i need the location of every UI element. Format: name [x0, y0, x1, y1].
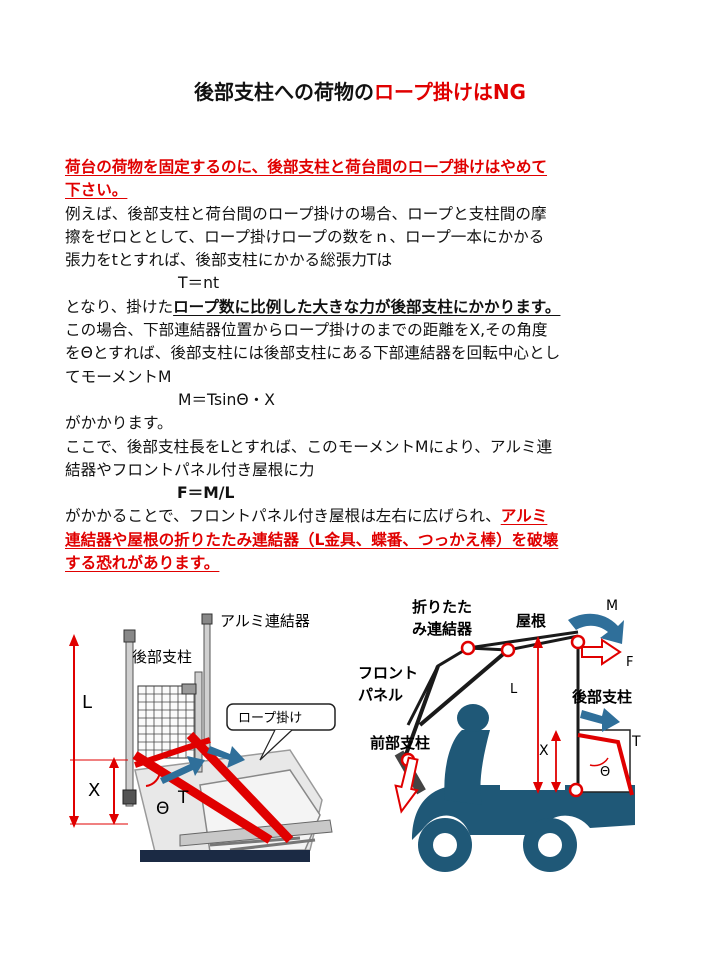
rope-lines [132, 731, 294, 844]
paragraph-line: がかかることで、フロントパネル付き屋根は左右に広げられ、アルミ [65, 505, 665, 528]
frame [402, 630, 580, 790]
equation-total-tension: T＝nt [178, 274, 220, 293]
page-title: 後部支柱への荷物のロープ掛けはNG [0, 76, 720, 105]
paragraph-text: となり、掛けた [65, 297, 174, 316]
paragraph-line: がかかります。 [65, 414, 173, 433]
label-folding-connector-2: み連結器 [412, 620, 473, 638]
label-M: M [606, 598, 618, 614]
dimension-L [533, 636, 543, 794]
tension-arrow [580, 708, 620, 732]
label-rear-post: 後部支柱 [571, 688, 632, 706]
front-post-arrow [394, 756, 419, 814]
paragraph-line: この場合、下部連結器位置からロープ掛けのまでの距離をX,その角度 [65, 321, 548, 340]
equation-moment: M＝TsinΘ・X [178, 390, 275, 409]
rope-photo-figure: L X Θ T アルミ連結器 後部支柱 ロープ掛け [69, 612, 336, 862]
label-X: X [88, 780, 100, 801]
label-theta: Θ [156, 799, 169, 819]
dimension-X [551, 730, 561, 793]
paragraph-line: 張力をtとすれば、後部支柱にかかる総張力Tは [65, 251, 393, 270]
paragraph-line: 結器やフロントパネル付き屋根に力 [65, 460, 315, 479]
warning-text: アルミ [500, 507, 548, 526]
title-red: ロープ掛けはNG [374, 80, 526, 104]
label-aluminum-connector: アルミ連結器 [220, 612, 310, 630]
tension-arrow [160, 756, 205, 784]
emphasis-text: ロープ数に比例した大きな力が後部支柱にかかります。 [173, 297, 561, 316]
moment-arrow [568, 613, 624, 644]
rope-callout-pointer [259, 729, 293, 761]
label-front-post: 前部支柱 [370, 734, 430, 752]
label-L: L [510, 682, 518, 697]
angle-arc [589, 757, 609, 767]
label-theta: Θ [600, 765, 610, 780]
title-black: 後部支柱への荷物の [194, 80, 375, 104]
label-F: F [626, 655, 633, 670]
paragraph-line: 擦をゼロととして、ロープ掛けロープの数をｎ、ロープ一本にかかる [65, 227, 545, 246]
warning-line-2: 下さい。 [65, 181, 128, 200]
dimension-X [109, 757, 119, 825]
label-T: T [177, 788, 189, 808]
tension-arrow [207, 746, 245, 768]
label-front-panel-1: フロント [358, 664, 418, 682]
label-roof: 屋根 [516, 612, 546, 630]
warning-line-1: 荷台の荷物を固定するのに、後部支柱と荷台間のロープ掛けはやめて [65, 158, 548, 176]
label-rear-post: 後部支柱 [132, 648, 192, 666]
warning-line: する恐れがあります。 [65, 554, 220, 573]
paragraph-line: 例えば、後部支柱と荷台間のロープ掛けの場合、ロープと支柱間の摩 [65, 204, 547, 223]
paragraph-line: ここで、後部支柱長をLとすれば、このモーメントMにより、アルミ連 [65, 437, 553, 456]
dimension-L [69, 634, 128, 828]
label-T: T [631, 734, 641, 750]
label-front-panel-2: パネル [358, 686, 403, 704]
label-X: X [539, 743, 549, 759]
warning-line: 連結器や屋根の折りたたみ連結器（L金具、蝶番、つっかえ棒）を破壊 [65, 530, 559, 549]
label-L: L [82, 692, 92, 713]
angle-arc [145, 769, 162, 787]
force-arrow [581, 638, 622, 666]
body-text: 荷台の荷物を固定するのに、後部支柱と荷台間のロープ掛けはやめて 下さい。 例えば… [65, 156, 665, 575]
paragraph-line: となり、掛けたロープ数に比例した大きな力が後部支柱にかかります。 [65, 296, 665, 319]
paragraph-line: をΘとすれば、後部支柱には後部支柱にある下部連結器を回転中心とし [65, 344, 561, 363]
paragraph-text: がかかることで、フロントパネル付き屋根は左右に広げられ、 [65, 507, 501, 526]
vehicle-diagram-figure: M F L X Θ T 折りたた み連結器 屋根 フロント パネル 後部支柱 前… [358, 598, 641, 872]
label-rope: ロープ掛け [238, 711, 302, 726]
paragraph-line: てモーメントM [65, 367, 172, 386]
equation-force: F＝M/L [177, 484, 235, 503]
label-folding-connector-1: 折りたた [412, 598, 472, 616]
rope-line [577, 733, 634, 796]
